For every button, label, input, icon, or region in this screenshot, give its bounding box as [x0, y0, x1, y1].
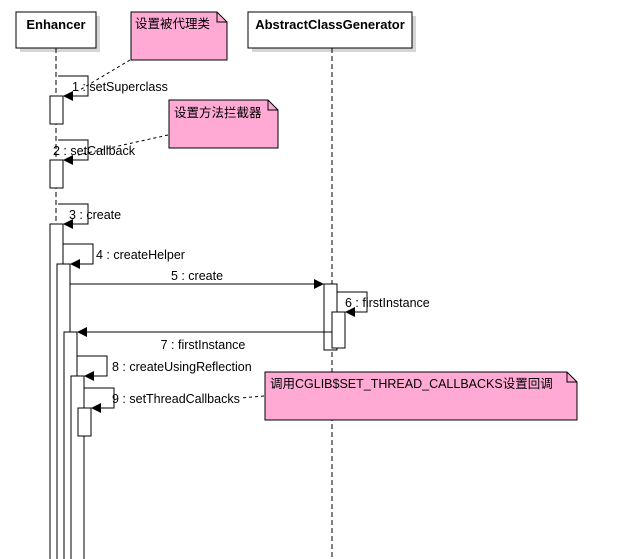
message-9-setthreadcallbacks: 9 : setThreadCallbacks	[84, 387, 240, 413]
note-callback: 设置方法拦截器	[168, 99, 279, 149]
activation-bar	[70, 375, 85, 559]
message-2-setcallback: 2 : setCallback	[53, 139, 136, 165]
message-6-firstinstance: 6 : firstInstance	[337, 291, 430, 317]
message-label: 5 : create	[171, 269, 223, 283]
note-text: 调用CGLIB$SET_THREAD_CALLBACKS设置回调	[270, 376, 553, 391]
activation-bar	[49, 95, 64, 125]
message-label: 8 : createUsingReflection	[112, 360, 252, 374]
activation-bar	[331, 311, 346, 349]
participant-enhancer[interactable]: Enhancer	[15, 11, 100, 52]
message-7-firstinstance: 7 : firstInstance	[77, 327, 332, 352]
message-label: 9 : setThreadCallbacks	[112, 392, 240, 406]
note-superclass: 设置被代理类	[130, 11, 228, 61]
note-connectors	[77, 59, 265, 399]
message-8-createusingreflection: 8 : createUsingReflection	[77, 355, 252, 381]
note-text: 设置方法拦截器	[174, 105, 262, 120]
message-label: 2 : setCallback	[53, 144, 136, 158]
message-label: 7 : firstInstance	[161, 338, 246, 352]
participant-generator[interactable]: AbstractClassGenerator	[247, 11, 416, 52]
activation-bar	[49, 159, 64, 189]
message-label: 6 : firstInstance	[345, 296, 430, 310]
activation-bars	[49, 95, 346, 559]
message-5-create: 5 : create	[70, 269, 324, 289]
message-label: 4 : createHelper	[96, 248, 185, 262]
message-label: 3 : create	[69, 208, 121, 222]
message-label: 1 : setSuperclass	[72, 80, 168, 94]
message-1-setsuperclass: 1 : setSuperclass	[58, 75, 168, 101]
note-text: 设置被代理类	[135, 16, 211, 31]
participant-generator-label: AbstractClassGenerator	[255, 17, 405, 32]
participant-enhancer-label: Enhancer	[26, 17, 85, 32]
message-4-createhelper: 4 : createHelper	[63, 243, 185, 269]
message-3-create: 3 : create	[58, 203, 121, 229]
activation-bar	[77, 407, 92, 437]
note-thread-callbacks: 调用CGLIB$SET_THREAD_CALLBACKS设置回调	[264, 371, 578, 421]
